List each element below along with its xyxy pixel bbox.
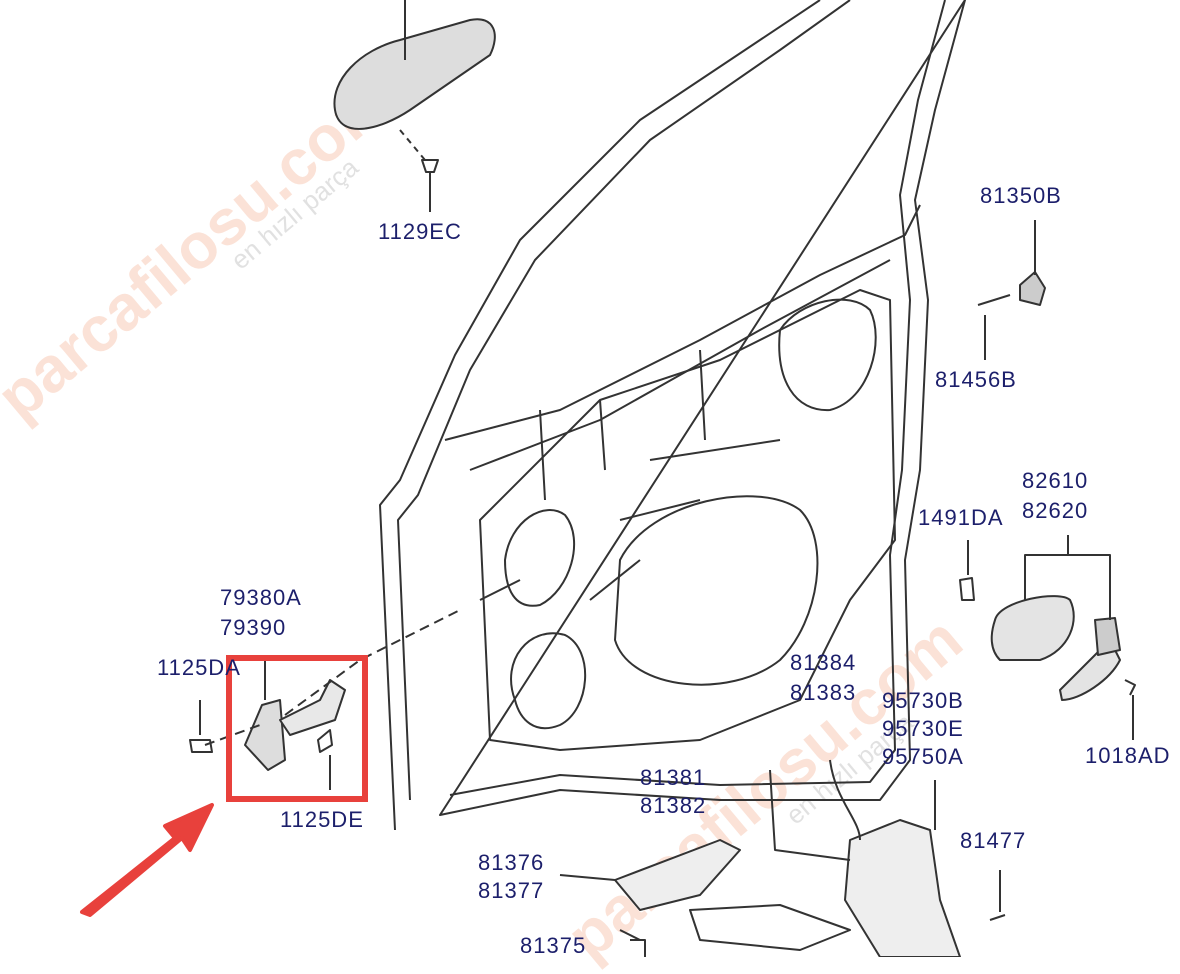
label-79380A: 79380A — [220, 585, 302, 610]
label-81377: 81377 — [478, 878, 545, 903]
door-frame-inner — [397, 0, 946, 801]
panel-opening-large — [614, 495, 819, 686]
label-81477: 81477 — [960, 828, 1027, 853]
panel-ribs — [479, 349, 781, 601]
rod-guard — [614, 839, 741, 911]
label-82620: 82620 — [1022, 498, 1089, 523]
outside-handle — [333, 18, 496, 130]
label-81384: 81384 — [790, 650, 857, 675]
label-81376: 81376 — [478, 850, 545, 875]
label-95750A: 95750A — [882, 744, 964, 769]
label-95730B: 95730B — [882, 688, 964, 713]
label-1018AD: 1018AD — [1085, 743, 1171, 768]
screw-1129EC — [421, 159, 439, 212]
label-95730E: 95730E — [882, 716, 964, 741]
label-1491DA: 1491DA — [918, 505, 1004, 530]
label-82610: 82610 — [1022, 468, 1089, 493]
panel-opening-round — [510, 632, 586, 730]
label-81456B: 81456B — [935, 367, 1017, 392]
striker-81350B — [1019, 271, 1046, 306]
label-81381: 81381 — [640, 765, 707, 790]
label-1129EC: 1129EC — [378, 219, 462, 244]
inside-handle — [990, 595, 1075, 661]
door-latch — [844, 819, 961, 957]
panel-opening-upper — [778, 298, 877, 412]
label-1125DE: 1125DE — [280, 807, 364, 832]
label-81382: 81382 — [640, 793, 707, 818]
label-79390: 79390 — [220, 615, 287, 640]
highlight-box — [226, 655, 368, 802]
panel-opening-left — [504, 509, 575, 607]
door-frame-outer — [379, 0, 966, 831]
hinge-79380A — [244, 699, 286, 771]
label-1125DA: 1125DA — [157, 655, 241, 680]
red-arrow-icon — [80, 803, 214, 917]
label-81350B: 81350B — [980, 183, 1062, 208]
label-81383: 81383 — [790, 680, 857, 705]
label-81375: 81375 — [520, 933, 587, 958]
